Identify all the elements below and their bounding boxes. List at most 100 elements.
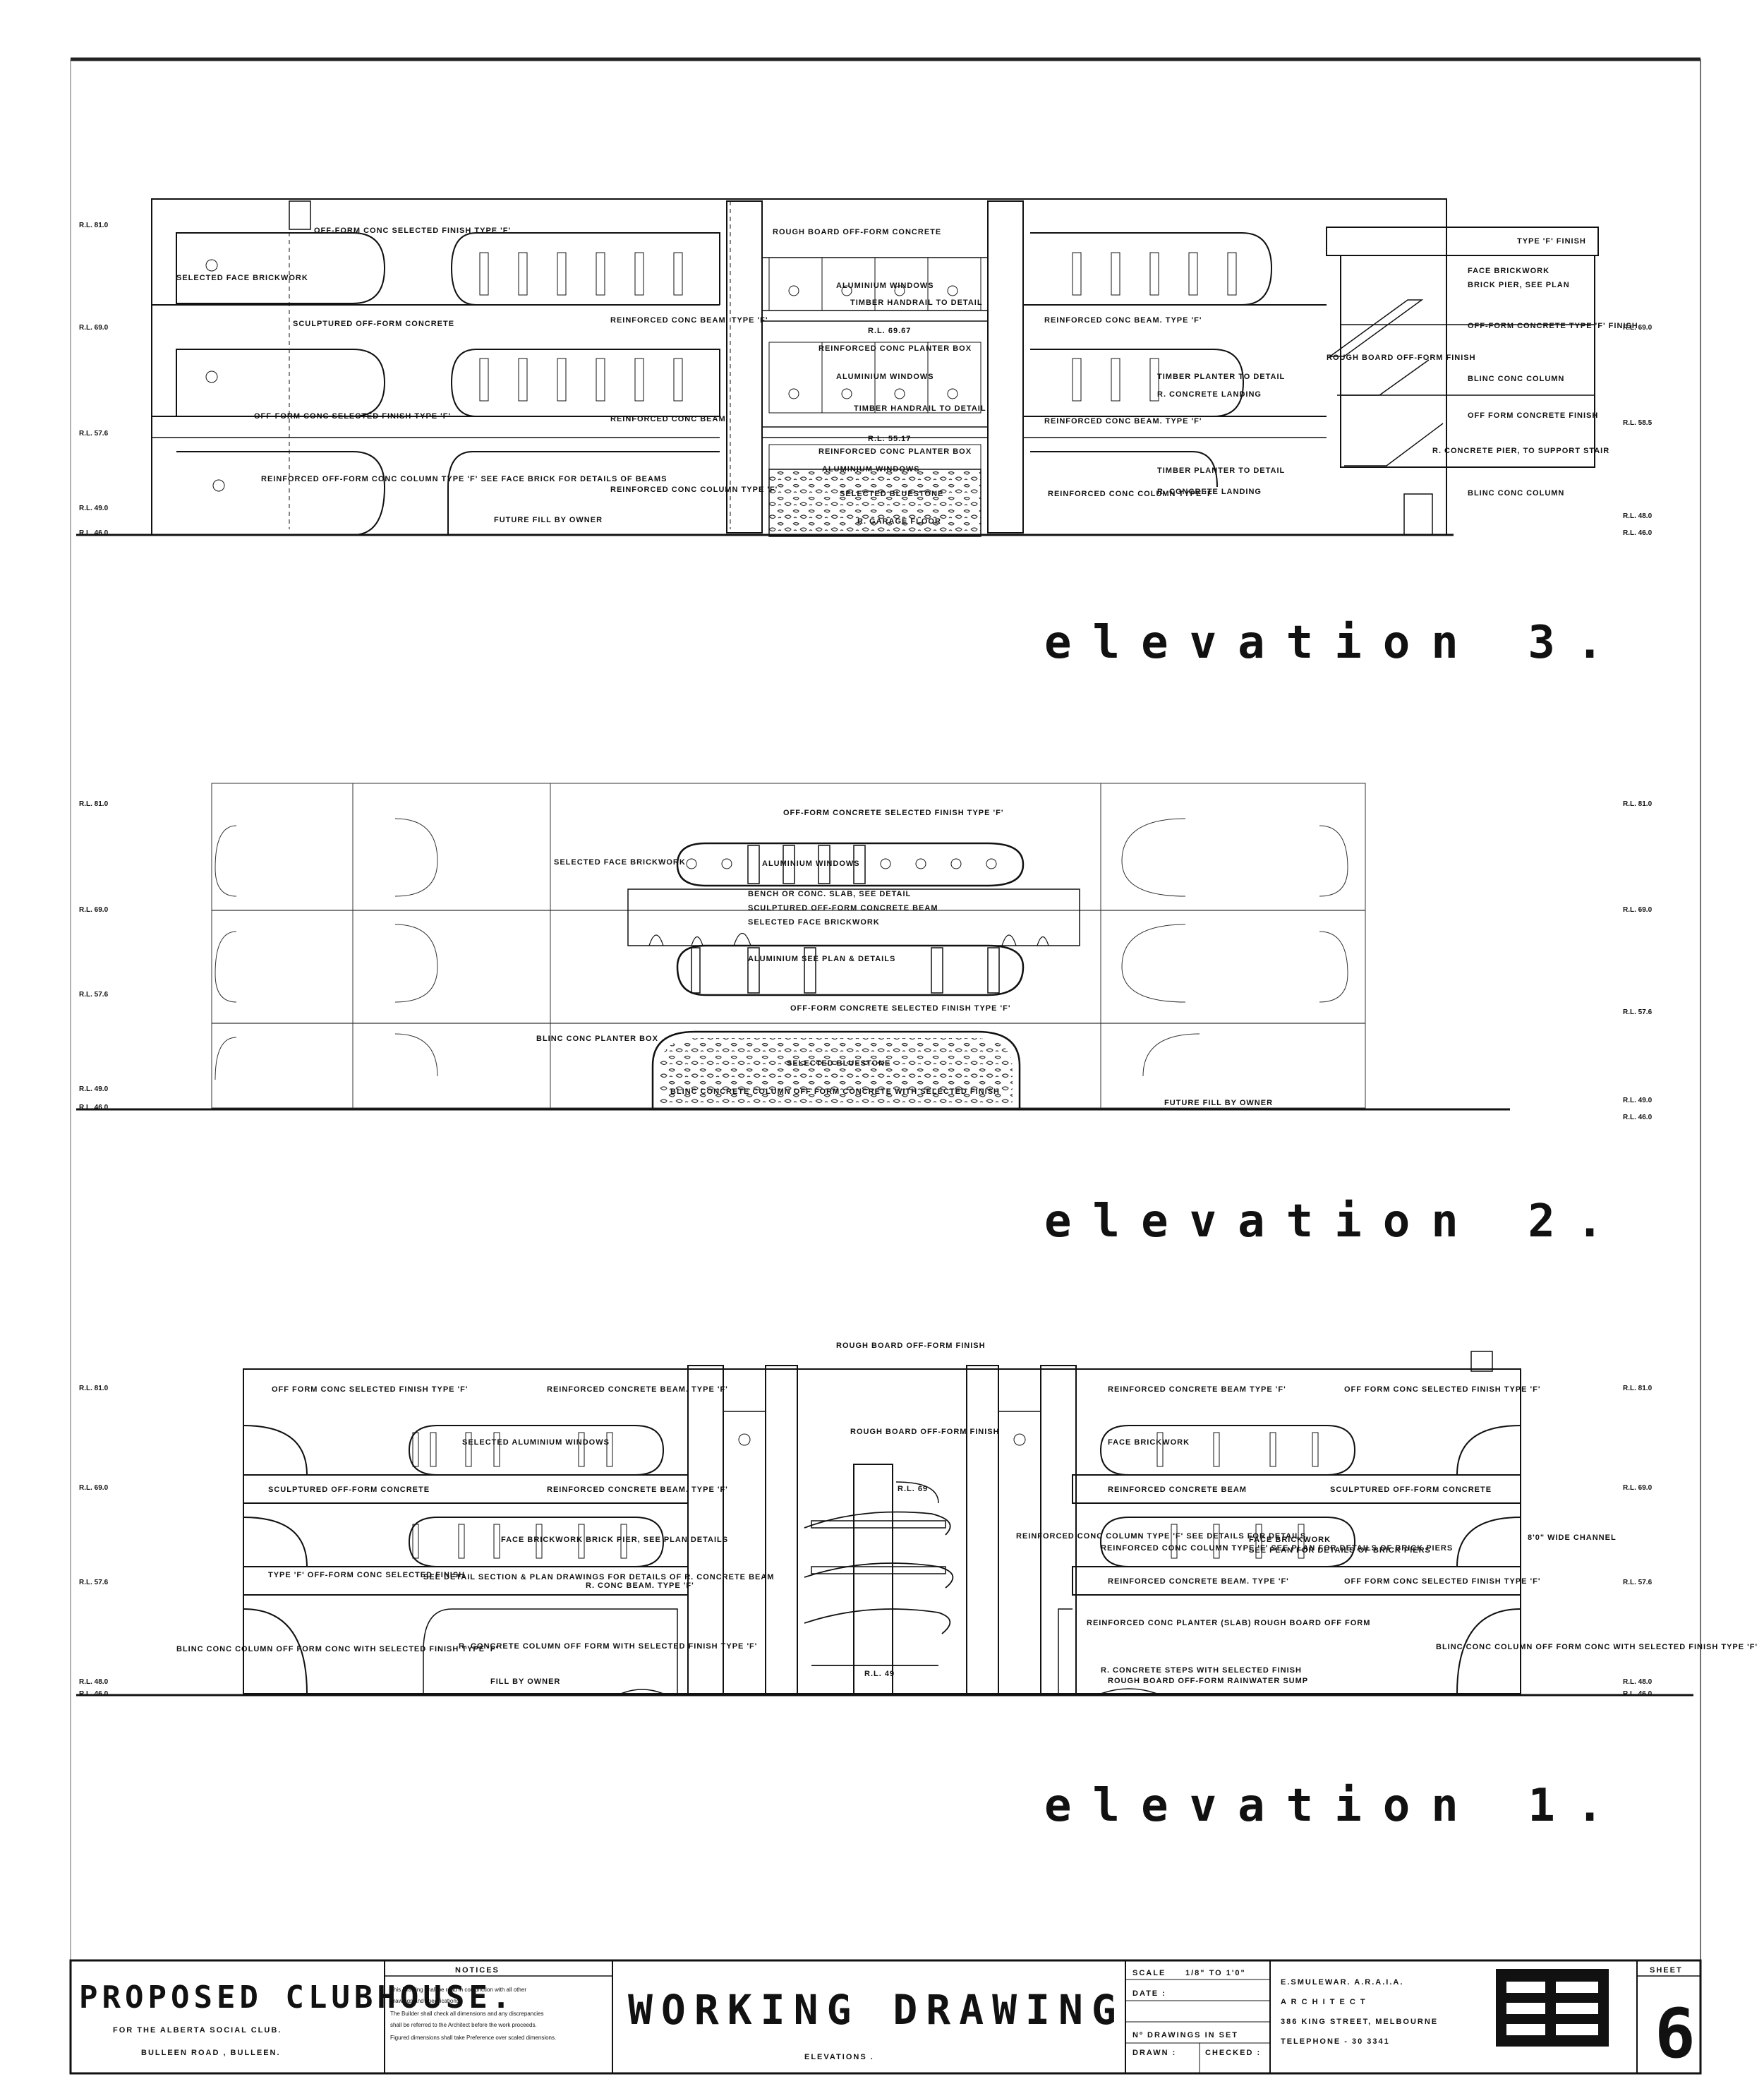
- annotation: TIMBER HANDRAIL TO DETAIL: [854, 404, 986, 413]
- annotation: R. GARAGE FLOOR: [857, 517, 941, 526]
- annotation: BENCH OR CONC. SLAB, SEE DETAIL: [748, 890, 911, 898]
- elevation-2-labels: R.L. 81.0 R.L. 69.0 R.L. 57.6 R.L. 49.0 …: [79, 800, 1653, 1248]
- annotation: R. CONCRETE LANDING: [1157, 390, 1262, 399]
- rl-label: R.L. 48.0: [1623, 1678, 1653, 1686]
- rl-label: R.L. 57.6: [79, 991, 109, 999]
- annotation: FACE BRICKWORK: [1468, 267, 1549, 275]
- annotation: ROUGH BOARD OFF-FORM FINISH: [1327, 354, 1476, 362]
- annotation: R. CONCRETE LANDING: [1157, 488, 1262, 496]
- sheet-number: 6: [1655, 1994, 1696, 2073]
- annotation: BLINC CONC COLUMN OFF FORM CONC WITH SEL…: [176, 1645, 498, 1653]
- drawn-label: DRAWN :: [1132, 2049, 1176, 2057]
- annotation: ROUGH BOARD OFF-FORM CONCRETE: [773, 228, 941, 236]
- rl-label: R.L. 69.0: [79, 324, 109, 332]
- annotation: REINFORCED CONC COLUMN TYPE 'F': [1048, 490, 1215, 498]
- date-label: DATE :: [1132, 1989, 1166, 1998]
- annotation: FACE BRICKWORK: [1108, 1438, 1190, 1447]
- architect-address: 386 KING STREET, MELBOURNE: [1281, 2018, 1438, 2026]
- rl-label: R.L. 46.0: [1623, 1114, 1653, 1121]
- annotation: R.L. 69: [898, 1485, 928, 1493]
- annotation: BLINC CONC COLUMN OFF FORM CONC WITH SEL…: [1436, 1643, 1758, 1651]
- scale-label: SCALE: [1132, 1969, 1166, 1977]
- annotation: R. CONCRETE PIER, TO SUPPORT STAIR: [1432, 447, 1609, 455]
- annotation: FACE BRICKWORK: [1249, 1536, 1331, 1544]
- annotation: REINFORCED CONC BEAM. TYPE 'F': [1044, 417, 1202, 426]
- annotation: 8'0" WIDE CHANNEL: [1528, 1533, 1617, 1542]
- annotation: SCULPTURED OFF-FORM CONCRETE: [1330, 1486, 1492, 1494]
- rl-label: R.L. 46.0: [79, 1690, 109, 1698]
- notice-line: drawings and specifications.: [390, 1998, 461, 2004]
- annotation: FUTURE FILL BY OWNER: [494, 516, 603, 524]
- annotation: OFF FORM CONC SELECTED FINISH TYPE 'F': [1344, 1385, 1541, 1394]
- annotation: SELECTED FACE BRICKWORK: [748, 918, 880, 927]
- rl-label: R.L. 69.0: [1623, 906, 1653, 914]
- rl-label: R.L. 69.0: [1623, 1484, 1653, 1492]
- notices-title: NOTICES: [455, 1966, 500, 1975]
- annotation: OFF FORM CONCRETE FINISH: [1468, 411, 1598, 420]
- rl-label: R.L. 69.0: [1623, 324, 1653, 332]
- rl-label: R.L. 57.6: [1623, 1579, 1653, 1586]
- annotation: ROUGH BOARD OFF-FORM FINISH: [836, 1342, 986, 1350]
- rl-label: R.L. 49.0: [79, 505, 109, 512]
- rl-label: R.L. 46.0: [1623, 1690, 1653, 1698]
- rl-label: R.L. 69.0: [79, 906, 109, 914]
- architect-monogram-icon: [1496, 1969, 1609, 2047]
- annotation: REINFORCED CONC COLUMN TYPE 'F' SEE DETA…: [1016, 1532, 1306, 1541]
- rl-label: R.L. 49.0: [1623, 1097, 1653, 1104]
- annotation: OFF-FORM CONCRETE SELECTED FINISH TYPE '…: [783, 809, 1003, 817]
- notice-line: This Drawing shall be read in conjunctio…: [390, 1987, 526, 1993]
- annotation: ALUMINIUM WINDOWS: [836, 373, 934, 381]
- annotation: REINFORCED CONCRETE BEAM: [1108, 1486, 1247, 1494]
- elevation-2-center: [76, 842, 1510, 1111]
- annotation: R. CONC BEAM. TYPE 'F': [586, 1581, 694, 1590]
- project-address: BULLEEN ROAD , BULLEEN.: [141, 2049, 281, 2057]
- title-block: [69, 1959, 1702, 2075]
- annotation: SELECTED BLUESTONE: [840, 490, 943, 498]
- notice-line: shall be referred to the Architect befor…: [390, 2022, 537, 2028]
- rl-label: R.L. 58.5: [1623, 419, 1653, 427]
- annotation: SELECTED BLUESTONE: [787, 1059, 890, 1068]
- title-block-text: PROPOSED CLUBHOUSE. FOR THE ALBERTA SOCI…: [79, 1966, 1696, 2073]
- rl-label: R.L. 69.0: [79, 1484, 109, 1492]
- elevation-3-title: elevation 3.: [1044, 617, 1624, 669]
- annotation: SCULPTURED OFF-FORM CONCRETE: [268, 1486, 430, 1494]
- annotation: ALUMINIUM WINDOWS: [836, 282, 934, 290]
- annotation: REINFORCED CONC BEAM. TYPE 'F': [1044, 316, 1202, 325]
- rl-label: R.L. 81.0: [1623, 1385, 1653, 1392]
- rl-label: R.L. 57.6: [79, 430, 109, 438]
- annotation: R.L. 49: [864, 1670, 895, 1678]
- annotation: SELECTED FACE BRICKWORK: [176, 274, 308, 282]
- scale-value: 1/8" TO 1'0": [1185, 1969, 1246, 1977]
- annotation: ROUGH BOARD OFF-FORM RAINWATER SUMP: [1108, 1677, 1308, 1685]
- annotation: TYPE 'F' FINISH: [1517, 237, 1586, 246]
- rl-label: R.L. 57.6: [79, 1579, 109, 1586]
- elevation-3: [76, 198, 1599, 537]
- annotation: OFF-FORM CONC SELECTED FINISH TYPE 'F': [314, 227, 511, 235]
- annotation: OFF-FORM CONC SELECTED FINISH TYPE 'F': [254, 412, 451, 421]
- annotation: ALUMINIUM WINDOWS: [762, 860, 860, 868]
- annotation: REINFORCED CONC COLUMN TYPE 'F': [610, 486, 778, 494]
- annotation: REINFORCED CONC PLANTER BOX: [818, 344, 972, 353]
- rl-label: R.L. 81.0: [79, 800, 109, 808]
- rl-label: R.L. 48.0: [1623, 512, 1653, 520]
- rl-label: R.L. 48.0: [79, 1678, 109, 1686]
- elevation-3-labels: R.L. 81.0 R.L. 69.0 R.L. 57.6 R.L. 49.0 …: [79, 222, 1653, 669]
- annotation: OFF FORM CONC SELECTED FINISH TYPE 'F': [272, 1385, 469, 1394]
- annotation: SELECTED FACE BRICKWORK: [554, 858, 686, 867]
- architect-telephone: TELEPHONE - 30 3341: [1281, 2037, 1390, 2046]
- notice-line: Figured dimensions shall take Preference…: [390, 2035, 556, 2041]
- annotation: BLINC CONC PLANTER BOX: [536, 1035, 658, 1043]
- annotation: OFF-FORM CONCRETE SELECTED FINISH TYPE '…: [790, 1004, 1010, 1013]
- rl-label: R.L. 81.0: [79, 1385, 109, 1392]
- annotation: R.L. 55.17: [868, 435, 911, 443]
- annotation: TIMBER HANDRAIL TO DETAIL: [850, 299, 983, 307]
- annotation: TIMBER PLANTER TO DETAIL: [1157, 373, 1285, 381]
- rl-label: R.L. 81.0: [1623, 800, 1653, 808]
- annotation: REINFORCED CONC COLUMN TYPE 'F' SEE PLAN…: [1101, 1544, 1453, 1553]
- rl-label: R.L. 81.0: [79, 222, 109, 229]
- annotation: REINFORCED CONCRETE BEAM TYPE 'F': [1108, 1385, 1286, 1394]
- annotation: REINFORCED CONC PLANTER (SLAB) ROUGH BOA…: [1087, 1619, 1370, 1627]
- annotation: TIMBER PLANTER TO DETAIL: [1157, 466, 1285, 475]
- rl-label: R.L. 46.0: [79, 529, 109, 537]
